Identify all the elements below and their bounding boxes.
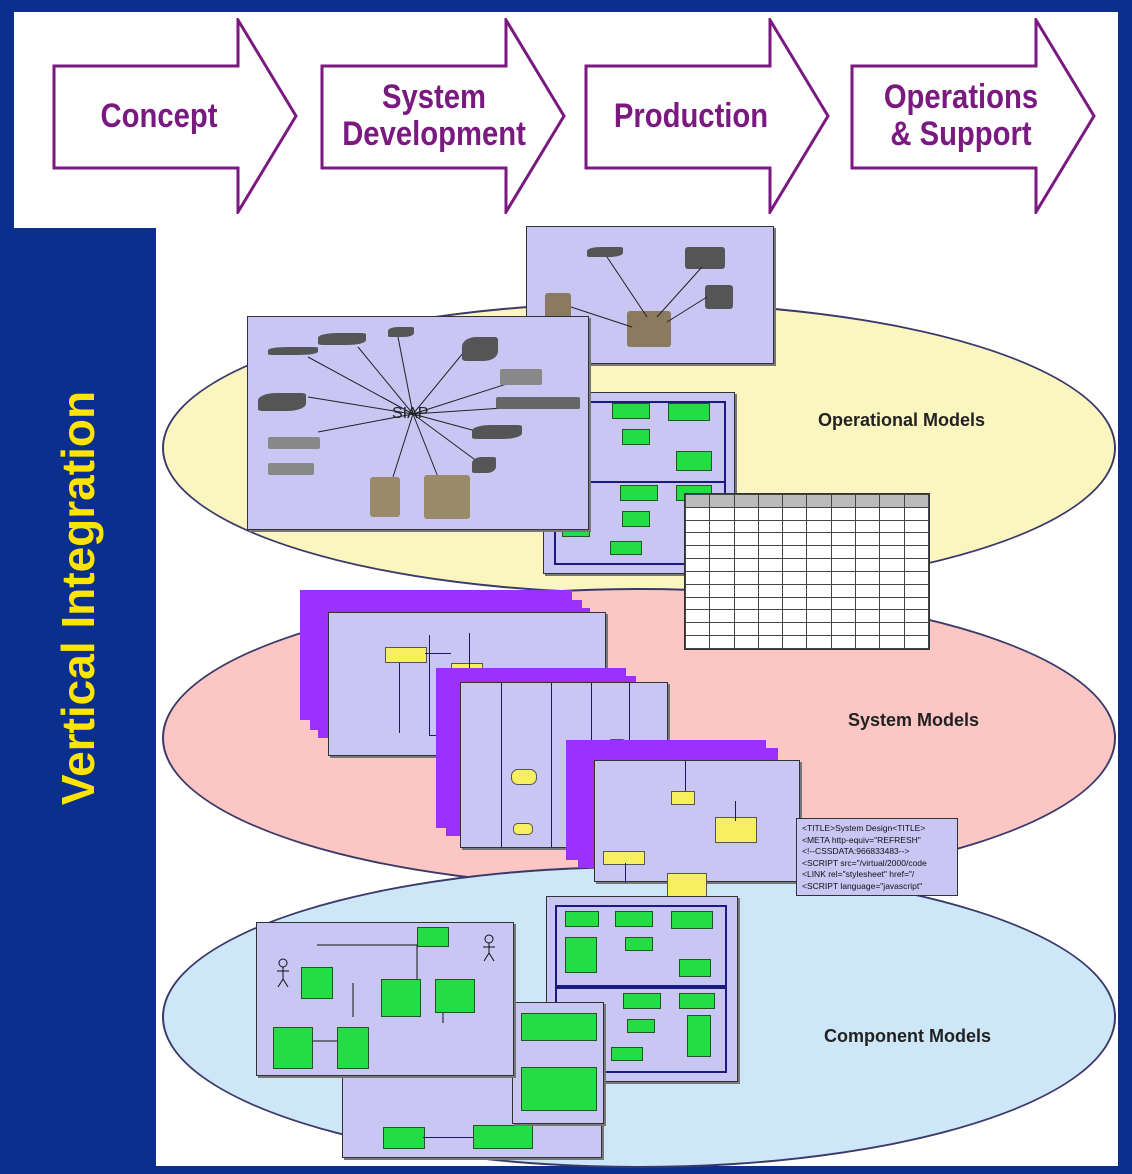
frame-top: [0, 0, 1132, 12]
jet-icon: [318, 333, 366, 345]
arrow-shape: [52, 18, 298, 214]
arrow-shape: [850, 18, 1096, 214]
truck-icon: [705, 285, 733, 309]
system-models-label: System Models: [848, 710, 980, 730]
vertical-integration-label: Vertical Integration: [52, 390, 104, 806]
matrix-table: [684, 494, 930, 649]
component-flow-sheet: [546, 896, 738, 1082]
phase-label: Production: [613, 96, 769, 135]
ship-icon: [268, 347, 318, 355]
code-line: <LINK rel="stylesheet" href="/: [802, 869, 915, 879]
ship-icon: [268, 437, 320, 449]
facility-icon: [500, 369, 542, 385]
aircraft-icon: [587, 247, 623, 257]
frame-bottom: [0, 1166, 1132, 1174]
siap-sheet: SIAP: [247, 316, 589, 530]
fighter-icon: [258, 393, 306, 411]
phase-label: Concept: [100, 96, 218, 135]
siap-label: SIAP: [392, 405, 429, 422]
component-models-label: Component Models: [824, 1026, 991, 1046]
aircraft-icon: [388, 327, 414, 337]
code-line: <!--CSSDATA:966833483-->: [802, 846, 910, 856]
phase-arrow-system-development: System Development: [320, 18, 566, 214]
network-links: [570, 256, 708, 328]
arrow-shape: [584, 18, 830, 214]
phase-label: Operations & Support: [883, 78, 1039, 153]
side-band: [0, 228, 156, 1174]
phase-label: System Development: [342, 78, 526, 153]
code-line: <TITLE>System Design<TITLE>: [802, 823, 926, 833]
command-post-icon: [627, 311, 671, 347]
vehicle-icon: [370, 477, 400, 517]
arrow-shape: [320, 18, 566, 214]
phase-arrow-concept: Concept: [52, 18, 298, 214]
tank-icon: [472, 457, 496, 473]
operational-models-label: Operational Models: [818, 410, 986, 430]
system-state-sheet: [594, 760, 800, 897]
jet-icon: [462, 337, 498, 361]
ground-station-icon: [685, 247, 725, 269]
code-line: <SCRIPT src="/virtual/2000/code: [802, 857, 927, 868]
component-uml-sheet: [256, 922, 514, 1076]
carrier-icon: [496, 397, 580, 409]
siap-spokes: [307, 336, 519, 478]
operational-matrix-sheet: [684, 493, 930, 650]
code-line: <META http-equiv="REFRESH": [802, 834, 921, 845]
frame-left: [0, 0, 14, 228]
html-code-sheet: <TITLE>System Design<TITLE> <META http-e…: [796, 818, 958, 896]
command-post-icon: [424, 475, 470, 519]
code-line: <SCRIPT language="javascript": [802, 880, 923, 891]
component-class-sheet-mid: [512, 1002, 604, 1124]
phase-arrow-production: Production: [584, 18, 830, 214]
frame-right: [1118, 0, 1132, 1174]
destroyer-icon: [472, 425, 522, 439]
building-icon: [268, 463, 314, 475]
phase-arrow-operations-support: Operations & Support: [850, 18, 1096, 214]
vertical-integration-label-area: Vertical Integration: [0, 228, 156, 948]
